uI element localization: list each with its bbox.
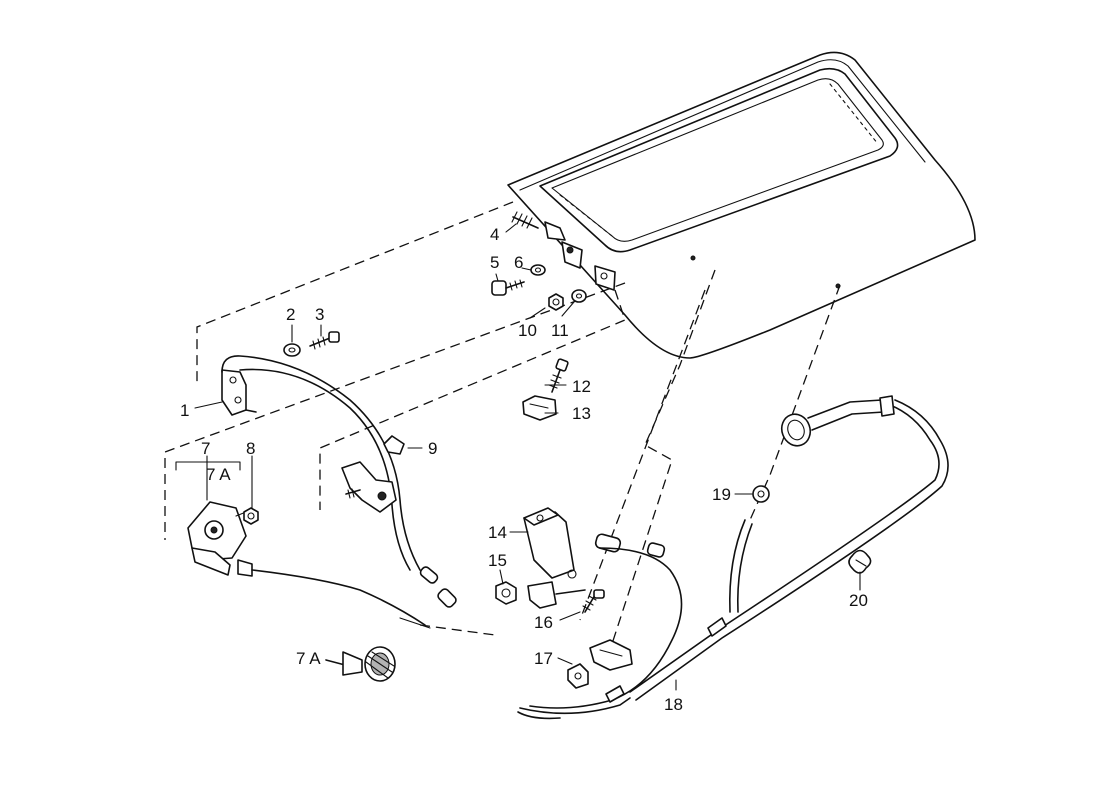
- stud-part-4: [511, 211, 566, 241]
- callout-13: 13: [572, 404, 591, 423]
- cable-part-18: [517, 399, 949, 720]
- callout-16: 16: [534, 613, 553, 632]
- callout-7: 7: [201, 439, 210, 458]
- screw-part-16: [582, 589, 605, 613]
- clip-part-20: [848, 549, 872, 574]
- callout-14: 14: [488, 523, 507, 542]
- callout-2: 2: [286, 305, 295, 324]
- screw-part-12: [548, 358, 569, 393]
- nut-part-15: [495, 581, 517, 605]
- leader-lines: [175, 223, 861, 691]
- bracket-part-1: [221, 369, 257, 416]
- release-cable-upper: [221, 355, 421, 571]
- connector-part-17: [567, 639, 633, 689]
- washer-part-11: [571, 289, 587, 303]
- hinge-bracket: [561, 241, 616, 291]
- callout-7a-bottom: 7 A: [296, 649, 321, 668]
- assembly-dashed-outlines: [164, 201, 841, 651]
- nut-part-10: [548, 293, 564, 311]
- lock-cable: [251, 569, 426, 626]
- callout-4: 4: [490, 225, 499, 244]
- callout-9: 9: [428, 439, 437, 458]
- callout-labels: 1 2 3 4 5 6 7 7 A 8 9 10 11 12 13 14 15 …: [180, 225, 868, 714]
- callout-15: 15: [488, 551, 507, 570]
- callout-17: 17: [534, 649, 553, 668]
- callout-3: 3: [315, 305, 324, 324]
- callout-18: 18: [664, 695, 683, 714]
- callout-8: 8: [246, 439, 255, 458]
- washer-part-6: [530, 264, 546, 276]
- knob-part-7a: [325, 646, 396, 682]
- release-cable-lower: [239, 368, 411, 571]
- callout-6: 6: [514, 253, 523, 272]
- cable-plug: [594, 533, 666, 558]
- cable-grommet: [780, 395, 895, 447]
- washer-part-2: [283, 343, 301, 357]
- callout-12: 12: [572, 377, 591, 396]
- screw-part-3: [309, 331, 340, 350]
- callout-19: 19: [712, 485, 731, 504]
- rear-lid: [507, 51, 976, 359]
- latch-part-14: [523, 507, 586, 609]
- callout-7a-top: 7 A: [206, 465, 231, 484]
- callout-10: 10: [518, 321, 537, 340]
- grommet-part-19: [752, 485, 770, 503]
- clip-part-9: [383, 435, 405, 455]
- callout-11: 11: [551, 321, 569, 340]
- clamp-part-13: [522, 395, 557, 421]
- callout-5: 5: [490, 253, 499, 272]
- lock-assembly-part-7: [187, 501, 253, 577]
- nut-part-8: [243, 507, 259, 525]
- callout-20: 20: [849, 591, 868, 610]
- screw-part-5: [491, 279, 525, 296]
- callout-1: 1: [180, 401, 189, 420]
- latch-mechanism: [341, 461, 397, 513]
- cable-connectors: [419, 566, 457, 608]
